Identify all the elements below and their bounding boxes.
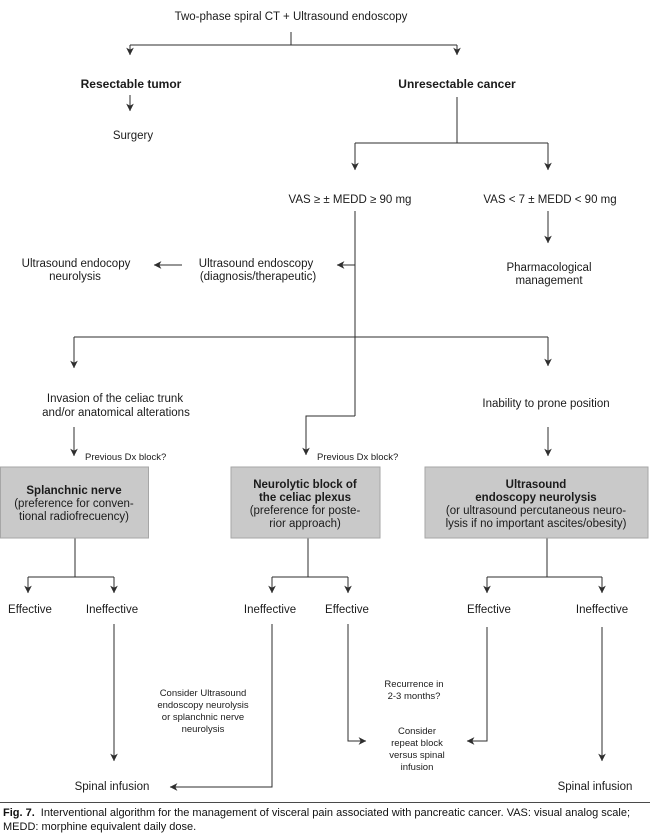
outcome-right-ineffective: Ineffective	[576, 604, 628, 616]
node-title: Two-phase spiral CT + Ultrasound endosco…	[175, 11, 408, 23]
ultrasound-box-line1: (or ultrasound percutaneous neuro-	[446, 505, 626, 517]
node-us-neurolysis-line2: neurolysis	[49, 271, 101, 283]
neurolytic-box-title1: Neurolytic block of	[253, 479, 357, 491]
node-unresectable-cancer: Unresectable cancer	[398, 77, 516, 91]
neurolytic-box-line2: rior approach)	[269, 518, 341, 530]
node-spinal-infusion-left: Spinal infusion	[75, 781, 150, 793]
node-us-neurolysis-line1: Ultrasound endocopy	[22, 258, 131, 270]
neurolytic-box-title2: the celiac plexus	[259, 492, 351, 504]
arrow-midineffective-to-spinal	[169, 624, 273, 791]
figure-caption: Fig. 7.Interventional algorithm for the …	[0, 802, 650, 835]
label-previous-dx-left: Previous Dx block?	[85, 452, 166, 463]
connector-lines	[24, 32, 606, 791]
outcome-left-ineffective: Ineffective	[86, 604, 138, 616]
node-pharmacological-line1: Pharmacological	[506, 262, 591, 274]
note-consider-us-line1: Consider Ultrasound	[160, 688, 247, 699]
node-resectable-tumor: Resectable tumor	[81, 77, 182, 91]
outcome-right-effective: Effective	[467, 604, 511, 616]
node-vas-low: VAS < 7 ± MEDD < 90 mg	[483, 194, 616, 206]
outcome-mid-effective: Effective	[325, 604, 369, 616]
flowchart-canvas: Two-phase spiral CT + Ultrasound endosco…	[0, 11, 649, 793]
node-vas-high: VAS ≥ ± MEDD ≥ 90 mg	[289, 194, 412, 206]
node-invasion-line1: Invasion of the celiac trunk	[47, 393, 183, 405]
splanchnic-box-line2: tional radiofrecuency)	[19, 511, 129, 523]
note-recurrence-line1: Recurrence in	[384, 679, 443, 690]
node-spinal-infusion-right: Spinal infusion	[558, 781, 633, 793]
note-consider-repeat-line4: infusion	[401, 762, 434, 773]
arrow-mideffective-to-repeat	[347, 624, 367, 745]
note-consider-us-line4: neurolysis	[182, 724, 225, 735]
ultrasound-box-title2: endoscopy neurolysis	[475, 492, 596, 504]
figure-caption-label: Fig. 7.	[3, 807, 35, 819]
node-surgery: Surgery	[113, 130, 154, 142]
ultrasound-neurolysis-box	[424, 466, 649, 539]
note-consider-repeat-line3: versus spinal	[389, 750, 444, 761]
arrow-righteffective-to-repeat	[466, 627, 488, 745]
splanchnic-box-line1: (preference for conven-	[14, 498, 134, 510]
figure-caption-text: Interventional algorithm for the managem…	[3, 807, 631, 833]
outcome-left-effective: Effective	[8, 604, 52, 616]
neurolytic-box-line1: (preference for poste-	[250, 505, 361, 517]
arrow-into-neurolytic-box	[302, 415, 355, 456]
note-consider-repeat-line2: repeat block	[391, 738, 443, 749]
node-us-endoscopy-line1: Ultrasound endoscopy	[199, 258, 314, 270]
neurolytic-box	[230, 466, 381, 539]
ultrasound-box-line2: lysis if no important ascites/obesity)	[446, 518, 627, 530]
node-invasion-line2: and/or anatomical alterations	[42, 407, 190, 419]
ultrasound-box-title1: Ultrasound	[506, 479, 567, 491]
node-us-endoscopy-line2: (diagnosis/therapeutic)	[200, 271, 317, 283]
note-consider-us-line3: or splanchnic nerve	[162, 712, 244, 723]
note-consider-us-line2: endoscopy neurolysis	[157, 700, 249, 711]
outcome-mid-ineffective: Ineffective	[244, 604, 296, 616]
note-recurrence-line2: 2-3 months?	[388, 691, 441, 702]
label-previous-dx-mid: Previous Dx block?	[317, 452, 398, 463]
node-inability: Inability to prone position	[482, 398, 609, 410]
splanchnic-box	[0, 466, 149, 539]
note-consider-repeat-line1: Consider	[398, 726, 436, 737]
node-pharmacological-line2: management	[515, 275, 583, 287]
splanchnic-box-title: Splanchnic nerve	[26, 485, 121, 497]
